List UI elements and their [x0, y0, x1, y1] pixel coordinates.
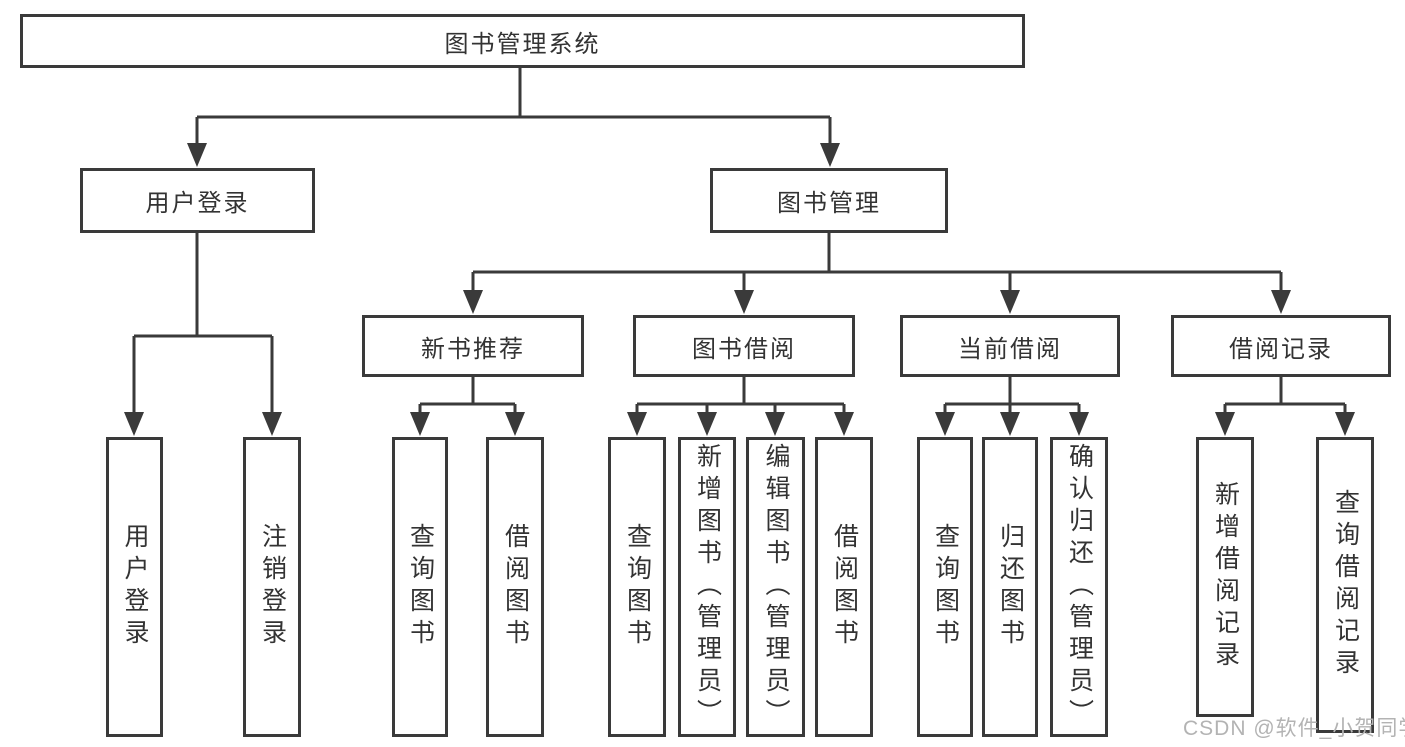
leaf-label: 编辑图书（管理员）: [762, 443, 790, 731]
connector-path: [132, 68, 1347, 415]
leaf-query-books-borrow: 查询图书: [608, 437, 666, 737]
node-book-management: 图书管理: [710, 168, 948, 233]
node-root-system: 图书管理系统: [20, 14, 1025, 68]
leaf-query-books-recommend: 查询图书: [392, 437, 448, 737]
node-user-login: 用户登录: [80, 168, 315, 233]
leaf-borrow-books: 借阅图书: [815, 437, 873, 737]
leaf-query-borrow-record: 查询借阅记录: [1316, 437, 1374, 733]
leaf-query-books-current: 查询图书: [917, 437, 973, 737]
leaf-confirm-return-admin: 确认归还（管理员）: [1050, 437, 1108, 737]
leaf-label: 查询借阅记录: [1331, 489, 1360, 681]
csdn-watermark: CSDN @软件_小贺同学: [1183, 717, 1405, 740]
leaf-label: 归还图书: [996, 523, 1025, 651]
leaf-label: 查询图书: [406, 523, 435, 651]
leaf-label: 用户登录: [121, 523, 149, 651]
node-new-book-recommend: 新书推荐: [362, 315, 584, 377]
node-current-borrow: 当前借阅: [900, 315, 1120, 377]
leaf-borrow-books-recommend: 借阅图书: [486, 437, 544, 737]
leaf-logout: 注销登录: [243, 437, 301, 737]
leaf-label: 新增借阅记录: [1211, 481, 1240, 673]
node-book-borrow: 图书借阅: [633, 315, 855, 377]
leaf-label: 借阅图书: [501, 523, 530, 651]
leaf-add-borrow-record: 新增借阅记录: [1196, 437, 1254, 717]
leaf-label: 借阅图书: [830, 523, 859, 651]
leaf-user-login: 用户登录: [106, 437, 163, 737]
leaf-label: 注销登录: [258, 523, 287, 651]
leaf-label: 查询图书: [623, 523, 652, 651]
leaf-edit-book-admin: 编辑图书（管理员）: [746, 437, 805, 737]
leaf-label: 查询图书: [931, 523, 960, 651]
arrowheads: [124, 143, 1355, 436]
leaf-add-book-admin: 新增图书（管理员）: [678, 437, 736, 737]
leaf-return-book: 归还图书: [982, 437, 1038, 737]
node-borrow-records: 借阅记录: [1171, 315, 1391, 377]
leaf-label: 确认归还（管理员）: [1065, 443, 1094, 731]
leaf-label: 新增图书（管理员）: [693, 443, 722, 731]
